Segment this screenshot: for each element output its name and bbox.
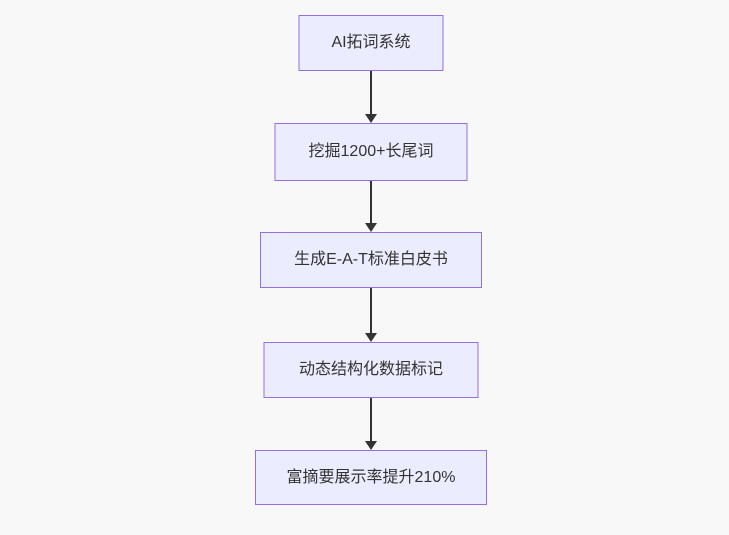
flow-node-rich-snippet-result: 富摘要展示率提升210% xyxy=(255,450,487,505)
node-label: 富摘要展示率提升210% xyxy=(286,468,456,486)
flow-node-structured-data-markup: 动态结构化数据标记 xyxy=(263,342,479,398)
flow-node-ai-keyword-system: AI拓词系统 xyxy=(298,15,444,71)
node-label: 动态结构化数据标记 xyxy=(298,361,443,379)
node-label: AI拓词系统 xyxy=(331,34,411,52)
flow-node-longtail-mining: 挖掘1200+长尾词 xyxy=(274,123,468,181)
node-label: 生成E-A-T标准白皮书 xyxy=(294,251,448,269)
flow-node-eat-whitepaper: 生成E-A-T标准白皮书 xyxy=(260,232,482,288)
arrow-down-icon xyxy=(365,333,377,342)
arrow-down-icon xyxy=(365,223,377,232)
flow-arrow-line xyxy=(370,71,372,114)
arrow-down-icon xyxy=(365,114,377,123)
node-label: 挖掘1200+长尾词 xyxy=(308,143,434,161)
flow-arrow-line xyxy=(370,181,372,223)
flow-arrow-line xyxy=(370,288,372,333)
arrow-down-icon xyxy=(365,441,377,450)
flow-arrow-line xyxy=(370,398,372,441)
